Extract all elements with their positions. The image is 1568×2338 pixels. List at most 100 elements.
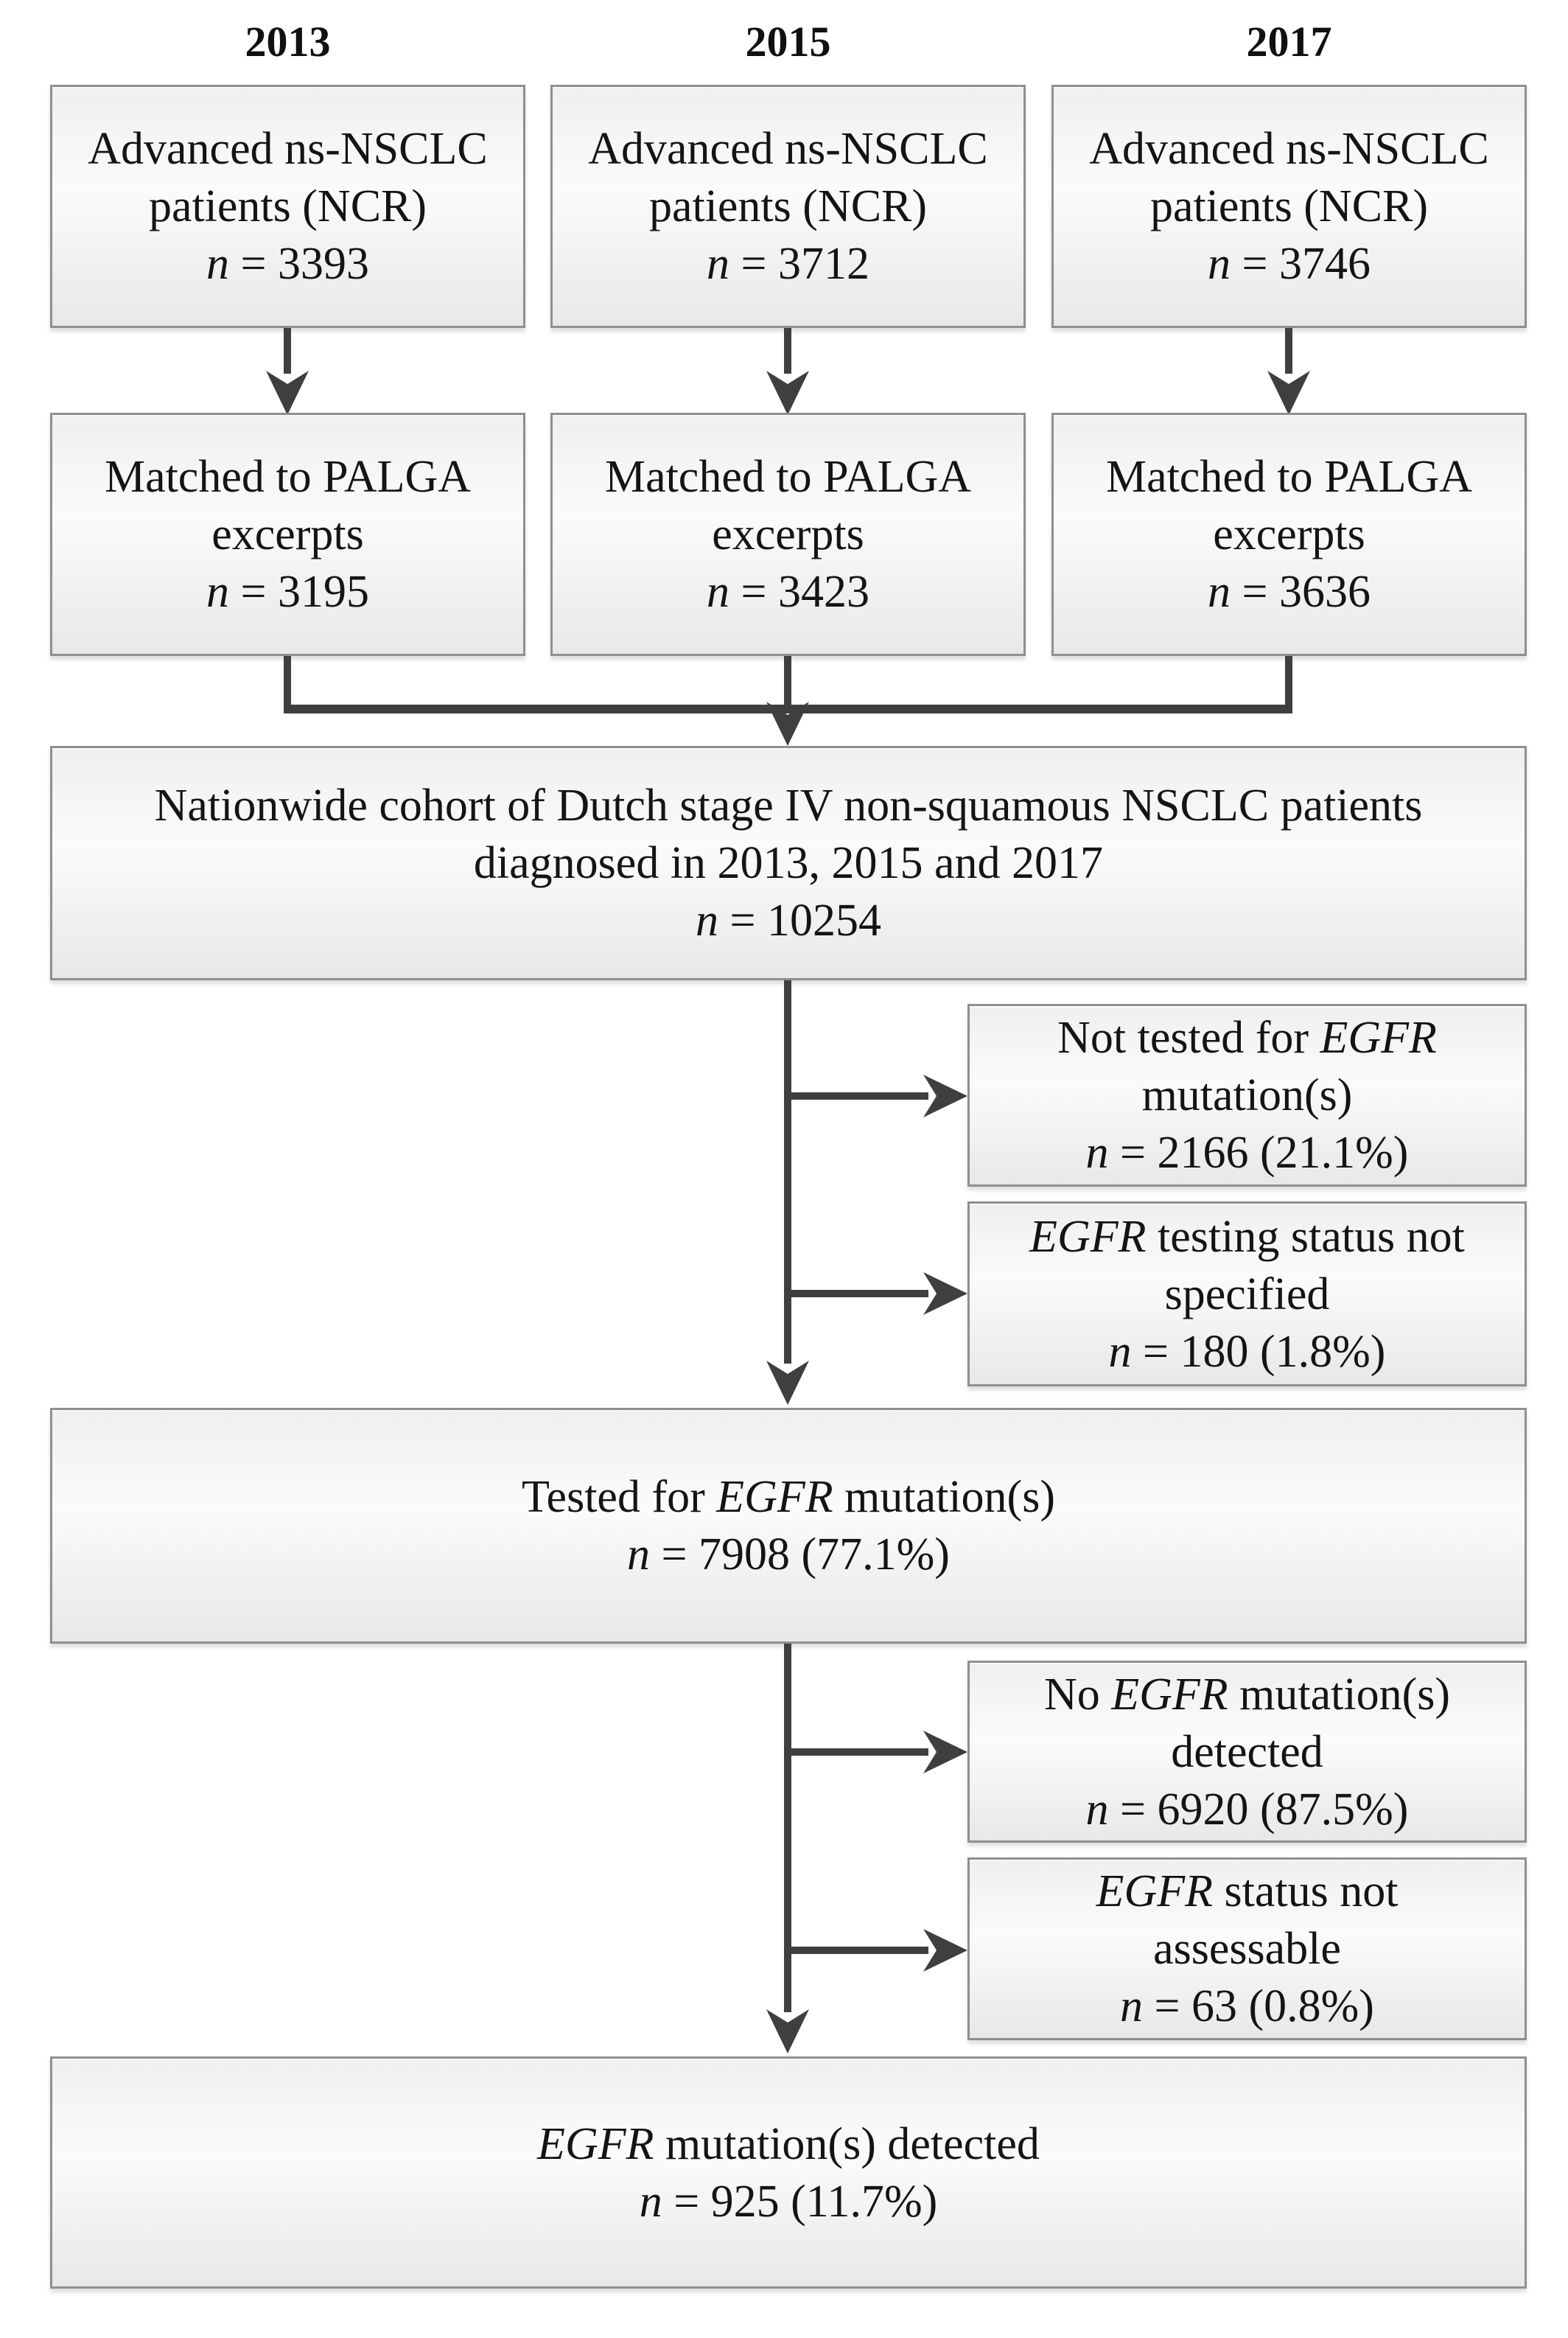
box-line: n = 6920 (87.5%): [1086, 1781, 1409, 1838]
n-symbol: n: [1085, 1128, 1109, 1178]
year-label-2017: 2017: [1246, 17, 1332, 66]
n-value: = 3712: [741, 239, 869, 289]
box-line: excerpts: [211, 509, 364, 559]
branch-line-not-specified: [784, 1290, 928, 1297]
box-line: Advanced ns-NSCLC: [588, 124, 988, 174]
n-symbol: n: [707, 567, 730, 617]
branch-arrowhead-not-assessable: [923, 1929, 967, 1972]
box-line: Not tested for EGFR: [1057, 1009, 1437, 1067]
egfr-italic: EGFR: [1320, 1013, 1437, 1063]
n-value: = 3423: [741, 567, 869, 617]
n-value: = 63 (0.8%): [1154, 1981, 1374, 2031]
box-ncr-2017: Advanced ns-NSCLC patients (NCR) n = 374…: [1051, 85, 1527, 328]
n-symbol: n: [1208, 567, 1231, 617]
text-segment: mutation(s): [833, 1472, 1055, 1522]
box-line: EGFR testing status not: [1029, 1208, 1465, 1266]
box-status-not-assessable: EGFR status not assessable n = 63 (0.8%): [967, 1857, 1527, 2040]
box-line: patients (NCR): [648, 181, 928, 231]
box-palga-2017: Matched to PALGA excerpts n = 3636: [1051, 413, 1527, 656]
n-value: = 6920 (87.5%): [1120, 1784, 1409, 1835]
flow-line-down-2017: [1285, 328, 1292, 374]
box-line: assessable: [1153, 1924, 1341, 1974]
box-line: n = 180 (1.8%): [1109, 1323, 1386, 1381]
merge-stub-left: [284, 656, 291, 713]
text-segment: status not: [1212, 1866, 1399, 1916]
box-line: excerpts: [712, 509, 864, 559]
n-symbol: n: [206, 239, 230, 289]
n-value: = 10254: [729, 896, 881, 946]
text-segment: Not tested for: [1057, 1013, 1320, 1063]
box-line: Advanced ns-NSCLC: [88, 124, 488, 174]
n-value: = 3195: [240, 567, 369, 617]
box-line: n = 3195: [206, 563, 369, 621]
box-line: n = 3393: [206, 235, 369, 293]
box-line: Advanced ns-NSCLC: [1089, 124, 1489, 174]
box-line: n = 3636: [1208, 563, 1371, 621]
box-line: Matched to PALGA: [604, 452, 972, 502]
box-line: Tested for EGFR mutation(s): [522, 1468, 1055, 1526]
box-line: n = 7908 (77.1%): [627, 1526, 950, 1583]
box-line: mutation(s): [1141, 1070, 1353, 1120]
merge-horizontal-bar: [284, 705, 1292, 713]
box-line: n = 3712: [707, 235, 869, 293]
n-symbol: n: [627, 1529, 651, 1580]
box-cohort: Nationwide cohort of Dutch stage IV non-…: [50, 746, 1527, 980]
box-status-not-specified: EGFR testing status not specified n = 18…: [967, 1201, 1527, 1386]
text-segment: Tested for: [522, 1472, 717, 1522]
egfr-italic: EGFR: [716, 1472, 833, 1522]
box-palga-2013: Matched to PALGA excerpts n = 3195: [50, 413, 525, 656]
n-value: = 7908 (77.1%): [661, 1529, 950, 1580]
n-symbol: n: [707, 239, 730, 289]
egfr-italic: EGFR: [1111, 1669, 1228, 1720]
branch-arrowhead-no-mutation: [923, 1731, 967, 1773]
year-label-2015: 2015: [745, 17, 831, 66]
box-line: EGFR mutation(s) detected: [537, 2115, 1040, 2173]
text-segment: testing status not: [1146, 1211, 1465, 1262]
box-ncr-2015: Advanced ns-NSCLC patients (NCR) n = 371…: [550, 85, 1026, 328]
box-line: diagnosed in 2013, 2015 and 2017: [473, 838, 1104, 888]
n-symbol: n: [1208, 239, 1231, 289]
box-line: specified: [1164, 1269, 1330, 1319]
text-segment: mutation(s): [1228, 1669, 1450, 1720]
n-value: = 2166 (21.1%): [1120, 1128, 1409, 1178]
box-palga-2015: Matched to PALGA excerpts n = 3423: [550, 413, 1026, 656]
egfr-italic: EGFR: [537, 2118, 654, 2169]
n-symbol: n: [1108, 1326, 1132, 1377]
box-ncr-2013: Advanced ns-NSCLC patients (NCR) n = 339…: [50, 85, 525, 328]
box-line: n = 3746: [1208, 235, 1371, 293]
flow-line-tested-detected: [784, 1644, 791, 2012]
flow-arrowhead-down-2013: [266, 371, 309, 415]
n-symbol: n: [696, 896, 719, 946]
box-line: No EGFR mutation(s): [1044, 1666, 1450, 1723]
box-line: n = 10254: [696, 892, 881, 949]
n-value: = 180 (1.8%): [1143, 1326, 1386, 1377]
n-symbol: n: [639, 2176, 662, 2227]
box-line: n = 3423: [707, 563, 869, 621]
merge-stub-center: [784, 656, 791, 706]
text-segment: mutation(s) detected: [654, 2118, 1040, 2169]
box-line: EGFR status not: [1096, 1863, 1399, 1920]
flow-arrowhead-tested: [766, 1361, 809, 1405]
flow-arrowhead-detected: [766, 2009, 809, 2053]
flow-line-down-2013: [284, 328, 291, 374]
branch-line-not-assessable: [784, 1947, 928, 1954]
n-value: = 3746: [1242, 239, 1371, 289]
box-no-mutation-detected: No EGFR mutation(s) detected n = 6920 (8…: [967, 1661, 1527, 1843]
n-value: = 3393: [240, 239, 369, 289]
n-symbol: n: [1120, 1981, 1144, 2031]
box-line: n = 925 (11.7%): [640, 2173, 938, 2230]
box-line: patients (NCR): [1149, 181, 1429, 231]
box-line: patients (NCR): [148, 181, 427, 231]
branch-line-no-mutation: [784, 1748, 928, 1756]
box-line: n = 63 (0.8%): [1120, 1978, 1374, 2035]
box-line: Matched to PALGA: [1105, 452, 1473, 502]
egfr-italic: EGFR: [1096, 1866, 1213, 1916]
egfr-italic: EGFR: [1029, 1211, 1147, 1262]
n-symbol: n: [206, 567, 230, 617]
box-line: detected: [1171, 1726, 1323, 1777]
box-mutation-detected: EGFR mutation(s) detected n = 925 (11.7%…: [50, 2056, 1527, 2289]
merge-stub-right: [1285, 656, 1292, 713]
box-not-tested: Not tested for EGFR mutation(s) n = 2166…: [967, 1004, 1527, 1187]
text-segment: No: [1043, 1669, 1112, 1720]
